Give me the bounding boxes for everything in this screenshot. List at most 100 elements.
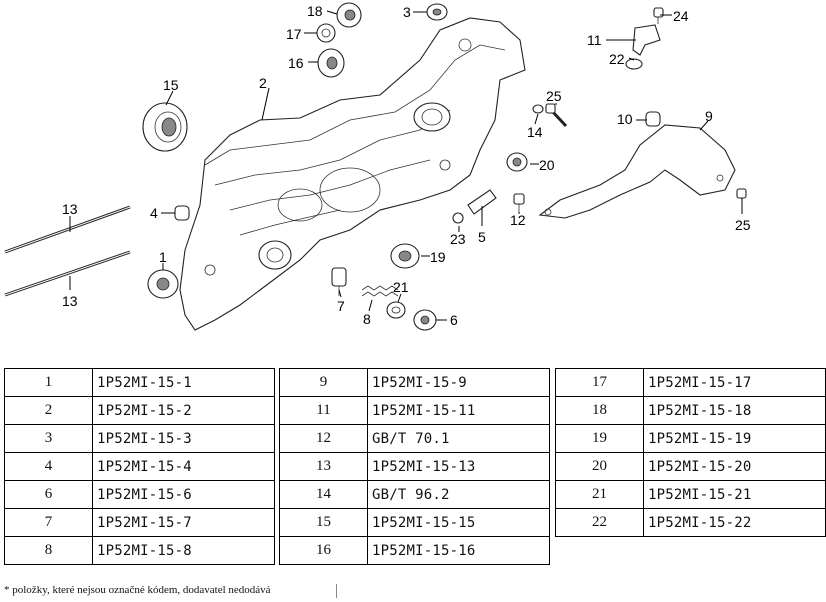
callout-19: 19 [430,249,446,265]
ring-part-23 [452,212,464,224]
washer-part-21 [386,301,406,319]
callout-21: 21 [393,279,409,295]
callout-7: 7 [337,298,345,314]
stud-part-13-upper [4,205,131,254]
part-number: 2 [4,396,93,425]
part-code: 1P52MI-15-15 [367,508,550,537]
callout-5: 5 [478,229,486,245]
callout-11: 11 [587,32,602,48]
part-number: 13 [279,452,368,481]
bolt-part-12 [513,193,525,214]
callout-9: 9 [705,108,713,124]
bearing-part-18 [336,2,362,28]
part-number: 19 [555,424,644,453]
bolt-part-24 [653,7,664,24]
callout-6: 6 [450,312,458,328]
callout-2: 2 [259,75,267,91]
callout-16: 16 [288,55,304,71]
callout-17: 17 [286,26,302,42]
callout-23: 23 [450,231,466,247]
part-code: 1P52MI-15-2 [92,396,275,425]
part-code: 1P52MI-15-16 [367,536,550,565]
callout-13-upper: 13 [62,201,78,217]
cap-part-10 [645,111,661,127]
seal-part-20 [506,152,528,172]
crankcase-part-2 [179,17,526,331]
stud-part-13-lower [4,250,131,297]
part-code: 1P52MI-15-19 [643,424,826,453]
part-code: 1P52MI-15-22 [643,508,826,537]
part-number: 16 [279,536,368,565]
bushing-part-1 [147,269,179,299]
callout-labels: 1 2 3 4 5 6 7 8 9 10 11 12 13 13 14 15 1… [62,3,751,328]
part-code: 1P52MI-15-9 [367,368,550,397]
bushing-part-4 [174,205,190,221]
part-number: 18 [555,396,644,425]
bearing-part-15 [142,102,188,152]
part-number: 12 [279,424,368,453]
part-code: 1P52MI-15-3 [92,424,275,453]
callout-20: 20 [539,157,555,173]
callout-13-lower: 13 [62,293,78,309]
seal-part-3 [426,3,448,21]
part-number: 11 [279,396,368,425]
callout-22: 22 [609,51,625,67]
exploded-parts-diagram: 1 2 3 4 5 6 7 8 9 10 11 12 13 13 14 15 1… [4,2,751,331]
callout-18: 18 [307,3,323,19]
footnote-separator [336,584,337,598]
part-number: 4 [4,452,93,481]
sensor-part-5 [467,189,497,215]
bearing-part-16 [317,48,345,78]
part-number: 17 [555,368,644,397]
footnote: * položky, které nejsou označné kódem, d… [4,584,271,596]
part-code: 1P52MI-15-11 [367,396,550,425]
callout-15: 15 [163,77,179,93]
washer-part-14 [532,104,544,114]
plug-part-6 [413,309,437,331]
part-number: 1 [4,368,93,397]
part-number: 20 [555,452,644,481]
part-code: 1P52MI-15-7 [92,508,275,537]
part-code: GB/T 96.2 [367,480,550,509]
part-number: 6 [4,480,93,509]
ring-part-17 [316,23,336,43]
part-number: 8 [4,536,93,565]
part-number: 7 [4,508,93,537]
callout-1: 1 [159,249,167,265]
callout-4: 4 [150,205,158,221]
seal-part-19 [390,243,420,269]
callout-24: 24 [673,8,689,24]
callout-3: 3 [403,4,411,20]
part-code: GB/T 70.1 [367,424,550,453]
callout-14: 14 [527,124,543,140]
part-code: 1P52MI-15-21 [643,480,826,509]
part-code: 1P52MI-15-18 [643,396,826,425]
callout-25-upper: 25 [546,88,562,104]
callout-25-lower: 25 [735,217,751,233]
sensor-part-11 [632,24,661,56]
part-number: 14 [279,480,368,509]
part-code: 1P52MI-15-1 [92,368,275,397]
spring-part-8 [361,285,399,297]
part-number: 9 [279,368,368,397]
